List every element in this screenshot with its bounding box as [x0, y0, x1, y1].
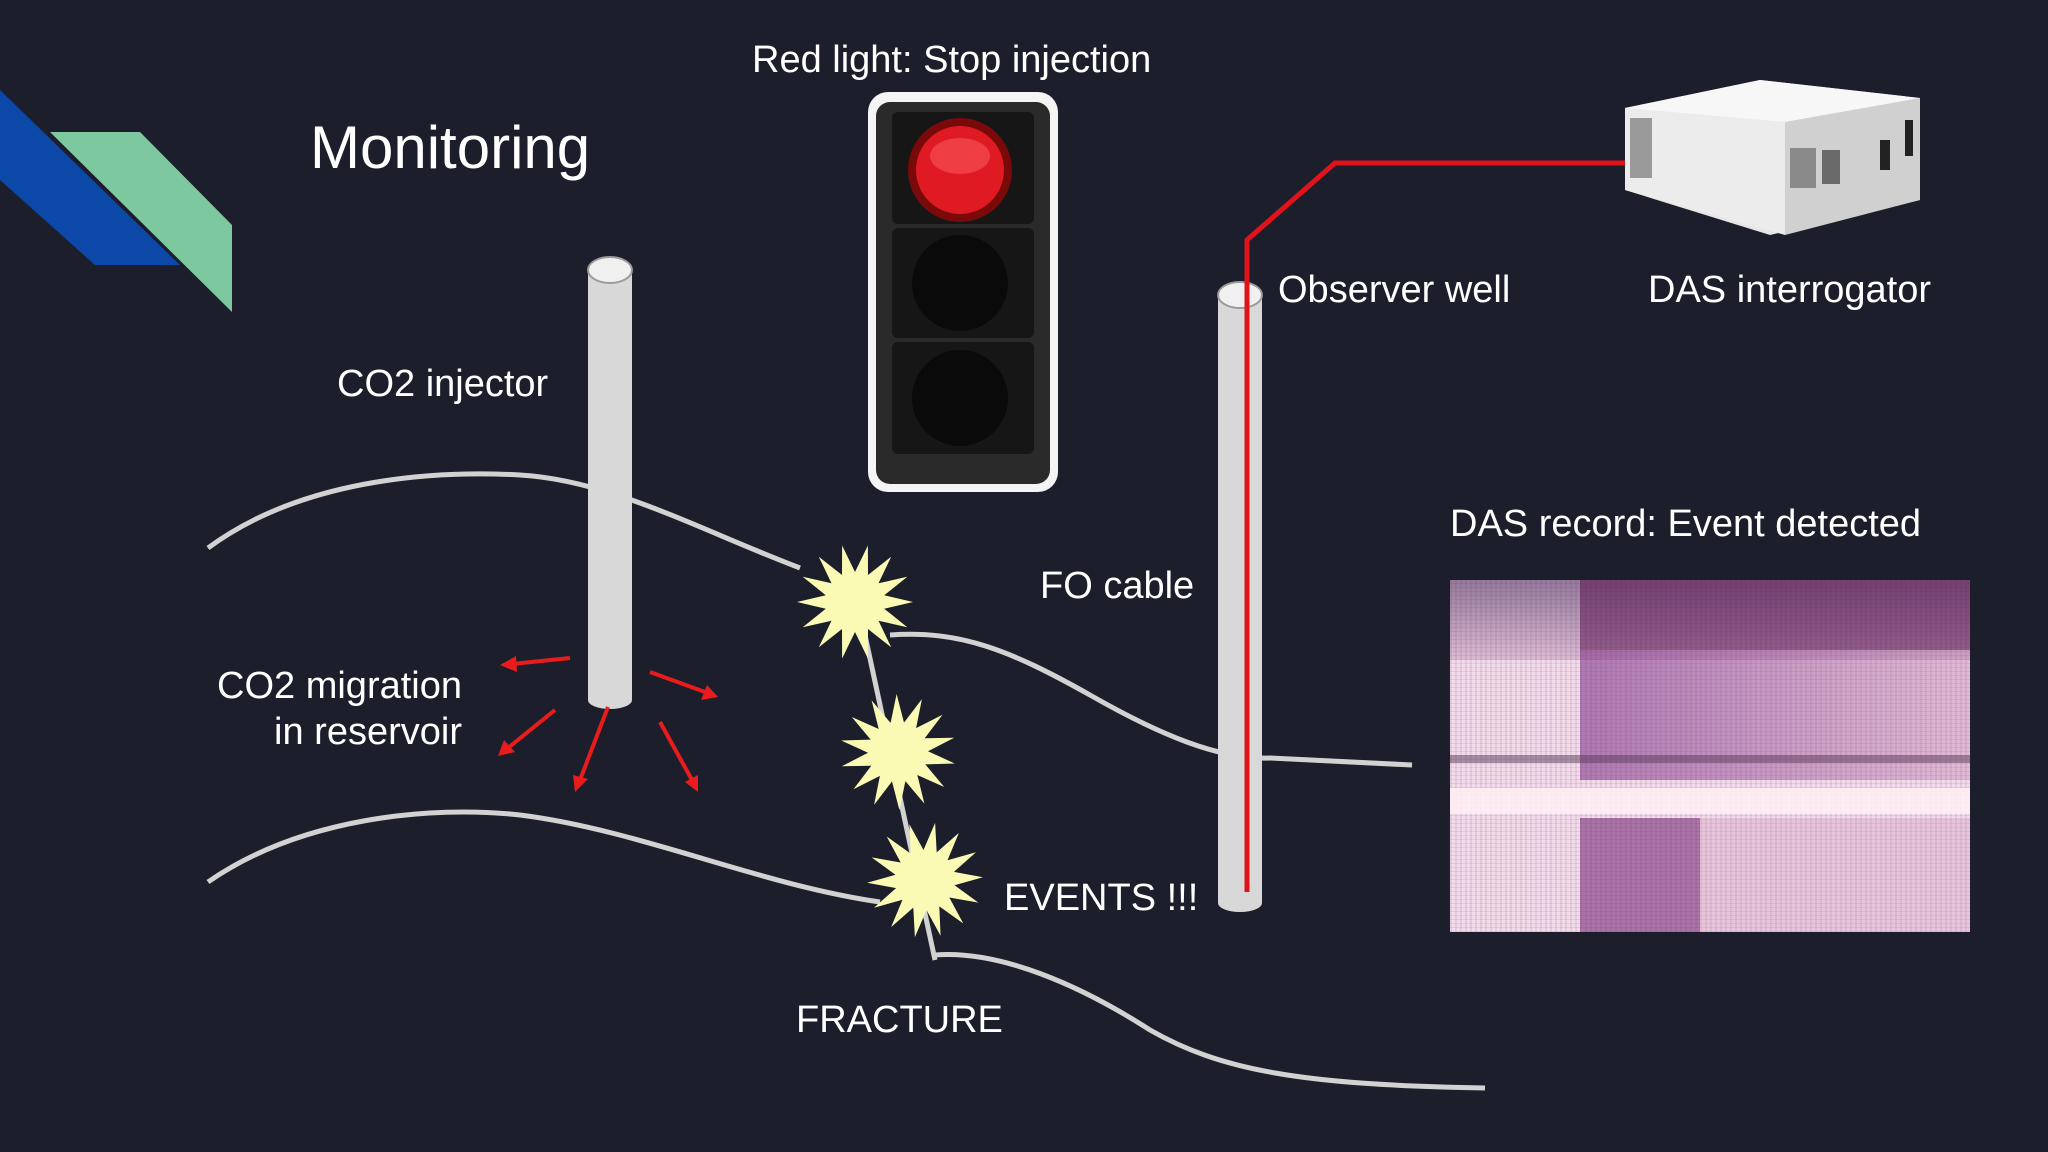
- event-burst-3: [867, 822, 983, 938]
- page-title: Monitoring: [310, 114, 591, 181]
- das-interrogator-label: DAS interrogator: [1648, 269, 1932, 311]
- observer-well: [1217, 281, 1263, 912]
- arrow-right-up: [649, 670, 718, 700]
- fo-cable-line: [1244, 160, 1640, 892]
- corner-stripe-blue: [0, 90, 180, 265]
- arrow-left-down: [498, 708, 557, 756]
- event-burst-2: [841, 694, 955, 810]
- das-record-image: [1450, 580, 1970, 932]
- corner-stripe-green: [50, 132, 232, 312]
- event-burst-1: [797, 545, 913, 659]
- horizon-bottom-left: [206, 809, 881, 905]
- co2-injector-well: [587, 256, 633, 709]
- co2-migration-line1: CO2 migration: [217, 665, 462, 707]
- migration-arrows: [498, 656, 718, 792]
- traffic-light-icon: [868, 92, 1058, 492]
- co2-migration-label: CO2 migration in reservoir: [204, 664, 462, 755]
- observer-well-label: Observer well: [1278, 269, 1511, 311]
- co2-migration-line2: in reservoir: [274, 710, 462, 753]
- das-record-label: DAS record: Event detected: [1450, 503, 1922, 545]
- horizon-top-left: [206, 471, 801, 571]
- horizon-top-right: [889, 631, 1413, 768]
- events-label: EVENTS !!!: [1004, 877, 1199, 919]
- horizon-bottom-right: [934, 952, 1486, 1091]
- arrow-right-down: [658, 721, 698, 792]
- arrow-left-up: [500, 656, 571, 672]
- das-interrogator-icon: [1625, 80, 1920, 235]
- fracture-label: FRACTURE: [796, 999, 1003, 1041]
- arrow-down: [573, 706, 610, 792]
- fo-cable-label: FO cable: [1040, 565, 1195, 607]
- red-light-label: Red light: Stop injection: [752, 39, 1152, 81]
- co2-injector-label: CO2 injector: [337, 363, 549, 405]
- event-burst-icon: [797, 545, 983, 938]
